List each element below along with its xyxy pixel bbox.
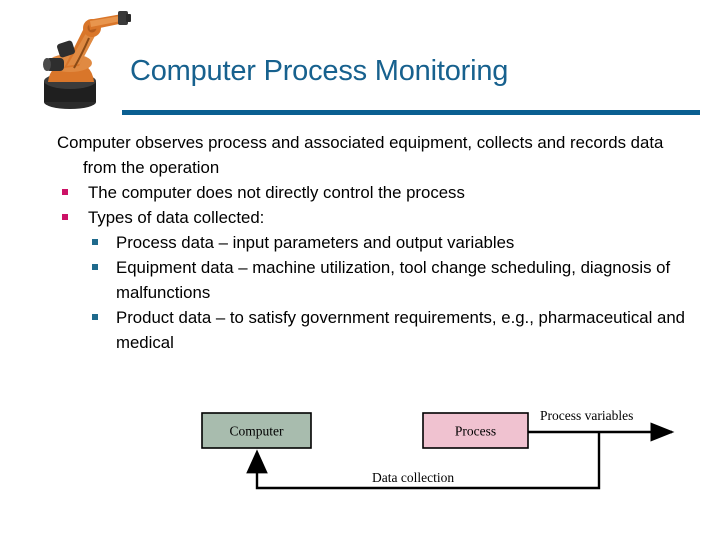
lead-paragraph: Computer observes process and associated… xyxy=(57,130,687,180)
bullet-square-icon xyxy=(92,314,98,320)
list-item-label: Types of data collected: xyxy=(88,208,265,227)
slide-body: Computer observes process and associated… xyxy=(57,130,687,355)
bullet-square-icon xyxy=(92,239,98,245)
process-variables-label: Process variables xyxy=(540,408,633,423)
process-node-label: Process xyxy=(455,424,496,439)
process-node-shape xyxy=(422,412,529,449)
list-item: The computer does not directly control t… xyxy=(62,180,687,205)
robot-arm-image xyxy=(34,6,132,110)
computer-node: Computer xyxy=(201,412,312,449)
computer-node-shape xyxy=(201,412,312,449)
page-title: Computer Process Monitoring xyxy=(130,55,509,87)
title-divider xyxy=(122,110,700,115)
list-item-label: Process data – input parameters and outp… xyxy=(116,233,515,252)
lead-paragraph-text: Computer observes process and associated… xyxy=(57,133,664,177)
data-collection-label: Data collection xyxy=(372,470,454,485)
bullet-square-icon xyxy=(92,264,98,270)
computer-node-label: Computer xyxy=(230,424,284,439)
list-item-label: The computer does not directly control t… xyxy=(88,183,465,202)
list-item-label: Equipment data – machine utilization, to… xyxy=(116,258,671,302)
list-item: Types of data collected: xyxy=(62,205,687,230)
list-item-label: Product data – to satisfy government req… xyxy=(116,308,686,352)
data-collection-arrow xyxy=(246,432,601,490)
list-item: Process data – input parameters and outp… xyxy=(92,230,687,255)
list-item: Product data – to satisfy government req… xyxy=(92,305,687,355)
process-node: Process xyxy=(422,412,529,449)
process-monitoring-diagram: Computer Process Process variables Data … xyxy=(0,390,720,510)
bullet-square-icon xyxy=(62,214,68,220)
list-item: Equipment data – machine utilization, to… xyxy=(92,255,687,305)
bullet-square-icon xyxy=(62,189,68,195)
